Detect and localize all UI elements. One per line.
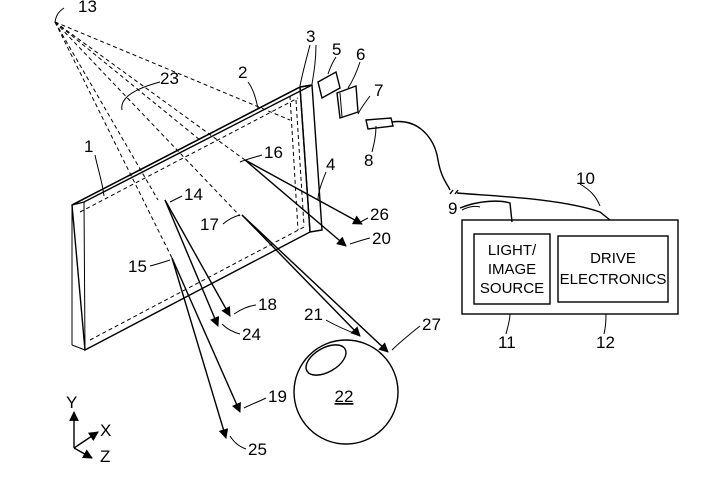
label-19: 19 bbox=[268, 387, 287, 406]
axis-z-label: Z bbox=[100, 447, 110, 466]
waveguide-slab bbox=[71, 84, 323, 352]
label-15: 15 bbox=[128, 257, 147, 276]
label-7: 7 bbox=[374, 81, 383, 100]
coordinate-axes: Y X Z bbox=[66, 393, 111, 466]
label-21: 21 bbox=[304, 305, 323, 324]
label-26: 26 bbox=[370, 205, 389, 224]
label-13: 13 bbox=[78, 0, 97, 16]
drive-line-2: ELECTRONICS bbox=[560, 271, 667, 288]
control-housing bbox=[461, 219, 679, 315]
leader-lines bbox=[54, 7, 607, 450]
label-11: 11 bbox=[498, 333, 516, 352]
label-25: 25 bbox=[248, 440, 267, 459]
label-3: 3 bbox=[306, 27, 315, 46]
source-line-3: SOURCE bbox=[480, 280, 544, 297]
label-24: 24 bbox=[242, 325, 261, 344]
label-27: 27 bbox=[422, 315, 441, 334]
label-14: 14 bbox=[184, 185, 203, 204]
reference-numerals: 13 1 2 3 5 6 7 8 4 23 16 14 17 15 18 24 … bbox=[78, 0, 615, 459]
label-23: 23 bbox=[160, 69, 179, 88]
label-18: 18 bbox=[258, 295, 277, 314]
drive-line-1: DRIVE bbox=[590, 250, 636, 267]
virtual-image-rays bbox=[54, 21, 291, 259]
label-5: 5 bbox=[332, 40, 341, 59]
label-12: 12 bbox=[596, 333, 615, 352]
light-image-source-box: LIGHT/ IMAGE SOURCE bbox=[473, 233, 551, 305]
label-22: 22 bbox=[335, 387, 354, 406]
eye: 22 bbox=[293, 339, 399, 445]
label-10: 10 bbox=[576, 169, 595, 188]
coupling-prism bbox=[317, 70, 341, 100]
label-17: 17 bbox=[200, 215, 219, 234]
label-6: 6 bbox=[356, 45, 365, 64]
label-2: 2 bbox=[238, 63, 247, 82]
axis-y-label: Y bbox=[66, 393, 77, 412]
drive-electronics-box: DRIVE ELECTRONICS bbox=[557, 235, 669, 303]
source-line-1: LIGHT/ bbox=[488, 242, 537, 259]
label-20: 20 bbox=[372, 229, 391, 248]
label-16: 16 bbox=[264, 143, 283, 162]
label-8: 8 bbox=[364, 151, 373, 170]
label-1: 1 bbox=[84, 137, 93, 156]
output-rays bbox=[164, 159, 389, 439]
label-9: 9 bbox=[448, 199, 457, 218]
source-line-2: IMAGE bbox=[488, 261, 536, 278]
coupling-lens bbox=[336, 85, 359, 119]
axis-x-label: X bbox=[100, 421, 111, 440]
label-4: 4 bbox=[326, 155, 335, 174]
optical-fiber bbox=[365, 117, 611, 223]
